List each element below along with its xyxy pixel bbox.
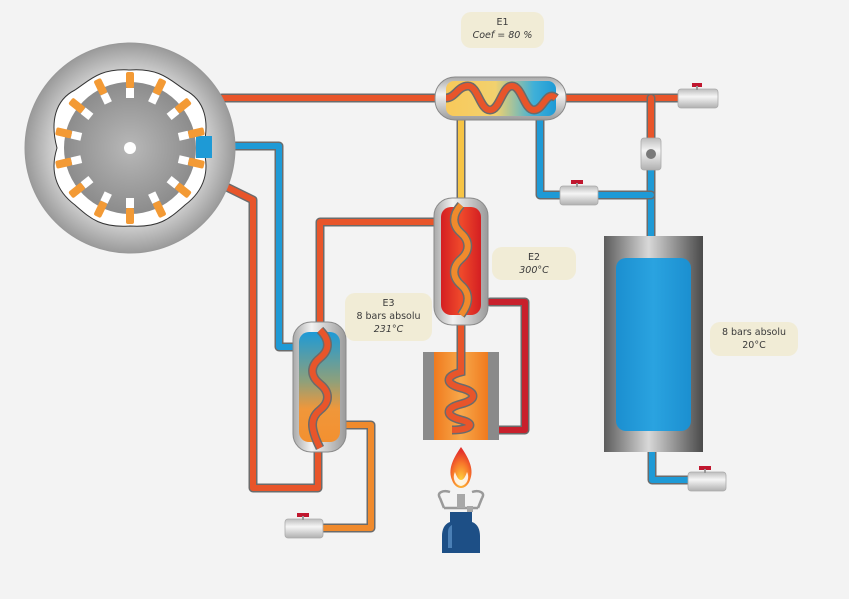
pipe-e1-cold-return — [535, 113, 656, 200]
label-e3: E3 8 bars absolu 231°C — [345, 293, 432, 341]
valve-tank-outlet[interactable] — [687, 466, 727, 492]
label-tank: 8 bars absolu 20°C — [710, 322, 798, 356]
expander-vane — [68, 98, 94, 120]
pipe-expander-exhaust-loop — [187, 165, 323, 493]
valve-e1-return[interactable] — [559, 180, 599, 206]
rotary-vane-expander — [24, 42, 236, 254]
label-e2: E2 300°C — [492, 247, 576, 280]
label-tank-pressure: 8 bars absolu — [721, 327, 787, 338]
label-tank-temp: 20°C — [742, 340, 766, 351]
label-e1-name: E1 — [496, 17, 509, 28]
expander-vane — [177, 127, 205, 141]
expander-inlet-blue — [196, 136, 212, 158]
pipe-expander-cold-to-e3 — [200, 141, 305, 352]
boiler-coil — [423, 352, 499, 440]
expander-vane — [68, 176, 94, 198]
label-e3-temp: 231°C — [373, 324, 404, 335]
label-e3-name: E3 — [382, 298, 395, 309]
expander-vane — [148, 78, 166, 105]
check-valve[interactable] — [640, 137, 662, 171]
expander-vane — [55, 155, 83, 169]
expander-vane — [126, 72, 134, 98]
label-e1: E1 Coef = 80 % — [461, 12, 544, 48]
valve-e3-outlet[interactable] — [284, 513, 324, 539]
expander-vane — [55, 127, 83, 141]
gas-bottle-icon — [442, 512, 480, 553]
expander-vane — [177, 155, 205, 169]
cold-water-tank — [604, 236, 703, 452]
expander-vanes — [55, 72, 205, 224]
label-e2-name: E2 — [527, 252, 541, 263]
expander-shaft — [124, 142, 136, 154]
label-e1-coef: Coef = 80 % — [472, 30, 533, 41]
expander-vane — [126, 198, 134, 224]
pipe-e3-to-bottom-valve — [317, 420, 376, 533]
exchanger-e3 — [292, 321, 347, 453]
exchanger-e2 — [433, 197, 489, 326]
expander-vane — [94, 78, 112, 105]
expander-vane — [166, 98, 192, 120]
expander-vane — [166, 176, 192, 198]
pipe-tank-to-valve — [647, 445, 695, 485]
exchanger-e1 — [434, 76, 567, 121]
label-e2-temp: 300°C — [519, 265, 549, 276]
valve-top-right[interactable] — [677, 83, 719, 109]
gas-burner — [437, 447, 485, 553]
expander-vane — [148, 191, 166, 218]
pipe-e2-to-e3 — [315, 217, 439, 330]
label-e3-pressure: 8 bars absolu — [356, 311, 421, 322]
pipes — [185, 93, 695, 533]
expander-vane — [94, 191, 112, 218]
burner-support — [437, 490, 485, 510]
